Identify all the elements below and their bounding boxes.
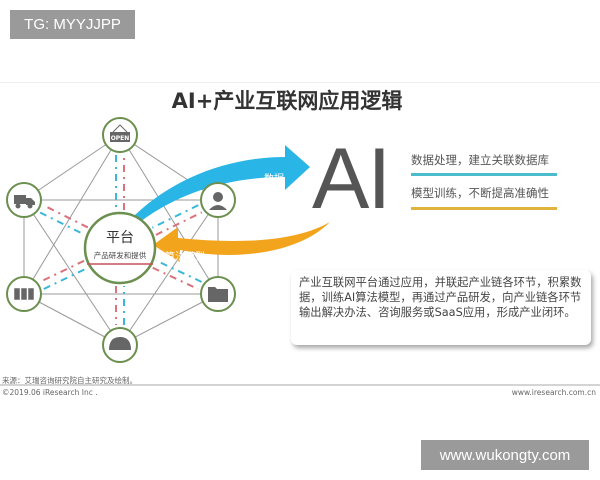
page-title: AI+产业互联网应用逻辑: [172, 89, 403, 113]
outbound-flow-arrow: [43, 204, 89, 229]
inbound-flow-arrow: [151, 204, 199, 229]
platform-title: 平台: [106, 230, 134, 246]
warehouse-node: [6, 276, 42, 312]
website: www.iresearch.com.cn: [511, 388, 596, 397]
hex-edge: [23, 134, 121, 201]
source-note: 来源：艾瑞咨询研究院自主研究及绘制。: [2, 376, 137, 385]
hex-edge: [119, 293, 219, 346]
open-sign-icon: OPEN: [110, 124, 130, 142]
hard-hat-node: [102, 327, 138, 363]
truck-node: [6, 182, 42, 218]
copyright: ©2019.06 iResearch Inc .: [2, 388, 98, 397]
customer-service-node: [200, 182, 236, 218]
outbound-flow-arrow: [39, 259, 85, 283]
ai-big-label: AI: [312, 131, 391, 227]
open-sign-node: OPEN: [102, 117, 138, 153]
data-arrow-label: 数据: [264, 172, 284, 185]
platform-node: [83, 211, 157, 285]
cross-edge: [119, 199, 219, 346]
model-arrow-label: 算法模型: [165, 250, 205, 263]
model-arrow: [153, 222, 330, 262]
flow-arrows: [39, 155, 203, 325]
inbound-flow-arrow: [155, 259, 203, 283]
description-box: 产业互联网平台通过应用，并联起产业链各环节，积累数据，训练AI算法模型，再通过产…: [291, 270, 591, 345]
ai-point-2: 模型训练，不断提高准确性: [411, 186, 549, 200]
ai-point-1-underline: [411, 173, 557, 176]
watermark-top-left: TG: MYYJJPP: [10, 10, 135, 39]
inbound-flow-arrow: [43, 267, 88, 290]
watermark-bottom-right: www.wukongty.com: [421, 440, 589, 470]
ai-point-2-underline: [411, 207, 557, 210]
truck-icon: [14, 195, 35, 209]
hard-hat-icon: [109, 337, 131, 350]
cross-edge: [23, 199, 121, 346]
platform-subtitle: 产品研发和提供: [94, 250, 147, 260]
outbound-flow-arrow: [155, 211, 203, 236]
customer-service-icon: [209, 192, 227, 210]
cross-edge: [119, 134, 219, 295]
outbound-flow-arrow: [152, 266, 199, 291]
infographic: AI+产业互联网应用逻辑 数据 算法模型 OPEN 平台 产品研发和提供 AI …: [0, 82, 600, 402]
warehouse-icon: [13, 287, 35, 301]
ai-point-1: 数据处理，建立关联数据库: [411, 153, 549, 167]
diagram: AI+产业互联网应用逻辑 数据 算法模型 OPEN 平台 产品研发和提供: [0, 82, 600, 386]
cross-edge: [23, 134, 121, 295]
folder-node: [200, 276, 236, 312]
open-sign-text: OPEN: [111, 135, 130, 142]
inbound-flow-arrow: [39, 211, 85, 236]
hex-edge: [23, 293, 121, 346]
folder-icon: [208, 287, 228, 302]
